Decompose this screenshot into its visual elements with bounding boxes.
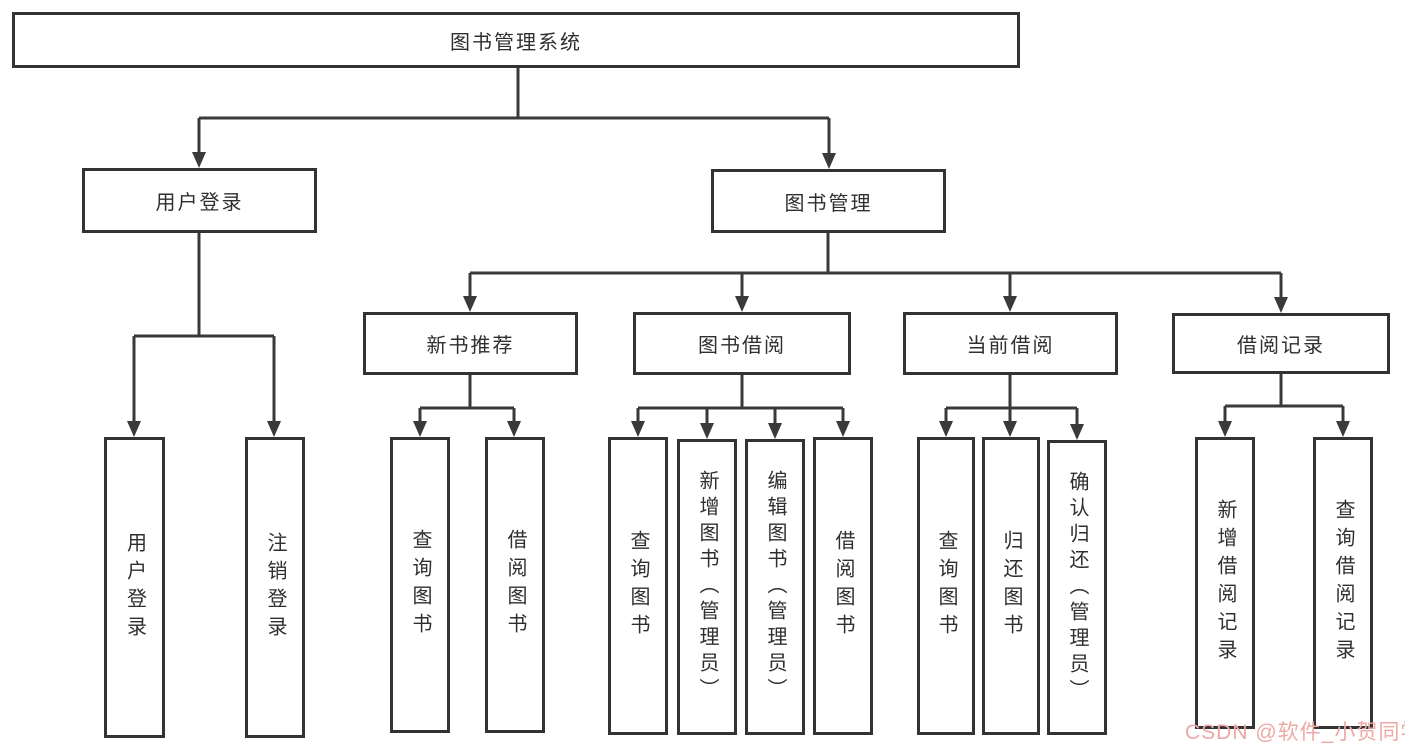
node-book-management-label: 图书管理 xyxy=(784,192,873,215)
leaf-return-books: 归还图书 xyxy=(982,437,1040,735)
leaf-return-books-label: 归还图书 xyxy=(1000,530,1022,642)
node-user-login: 用户登录 xyxy=(82,168,317,233)
leaf-logout: 注销登录 xyxy=(245,437,305,738)
node-root-label: 图书管理系统 xyxy=(450,31,582,54)
node-book-borrowing-label: 图书借阅 xyxy=(698,335,786,357)
leaf-edit-books-admin-label: 编辑图书（管理员） xyxy=(764,470,786,704)
leaf-confirm-return-admin: 确认归还（管理员） xyxy=(1047,440,1107,735)
node-borrowing-records: 借阅记录 xyxy=(1172,313,1390,374)
csdn-watermark: CSDN @软件_小贺同学 xyxy=(1185,721,1405,744)
leaf-query-books-current-label: 查询图书 xyxy=(935,530,957,642)
leaf-query-books-newbooks: 查询图书 xyxy=(390,437,450,733)
leaf-query-books-borrow: 查询图书 xyxy=(608,437,668,735)
node-current-borrowing: 当前借阅 xyxy=(903,312,1118,375)
leaf-query-borrow-record-label: 查询借阅记录 xyxy=(1332,499,1354,667)
leaf-query-books-borrow-label: 查询图书 xyxy=(627,530,649,642)
leaf-add-borrow-record: 新增借阅记录 xyxy=(1195,437,1255,729)
leaf-borrow-books-label: 借阅图书 xyxy=(832,530,854,642)
leaf-borrow-books: 借阅图书 xyxy=(813,437,873,735)
leaf-confirm-return-admin-label: 确认归还（管理员） xyxy=(1066,470,1088,705)
node-new-book-recommend-label: 新书推荐 xyxy=(426,335,515,357)
node-book-borrowing: 图书借阅 xyxy=(633,312,851,375)
node-current-borrowing-label: 当前借阅 xyxy=(966,335,1055,357)
leaf-edit-books-admin: 编辑图书（管理员） xyxy=(745,439,805,735)
node-user-login-label: 用户登录 xyxy=(155,192,244,214)
leaf-query-borrow-record: 查询借阅记录 xyxy=(1313,437,1373,729)
arrowheads xyxy=(127,152,1350,440)
node-book-management: 图书管理 xyxy=(711,169,946,233)
leaf-add-books-admin: 新增图书（管理员） xyxy=(677,439,737,735)
leaf-borrow-books-newbooks-label: 借阅图书 xyxy=(504,529,526,641)
leaf-add-books-admin-label: 新增图书（管理员） xyxy=(696,470,718,704)
node-root-system: 图书管理系统 xyxy=(12,12,1020,68)
leaf-query-books-newbooks-label: 查询图书 xyxy=(409,529,431,641)
leaf-query-books-current: 查询图书 xyxy=(917,437,975,735)
leaf-user-login-label: 用户登录 xyxy=(123,531,146,644)
leaf-logout-label: 注销登录 xyxy=(264,531,286,644)
leaf-add-borrow-record-label: 新增借阅记录 xyxy=(1214,499,1236,667)
node-new-book-recommend: 新书推荐 xyxy=(363,312,578,375)
node-borrowing-records-label: 借阅记录 xyxy=(1237,335,1325,357)
leaf-borrow-books-newbooks: 借阅图书 xyxy=(485,437,545,733)
leaf-user-login: 用户登录 xyxy=(104,437,165,738)
